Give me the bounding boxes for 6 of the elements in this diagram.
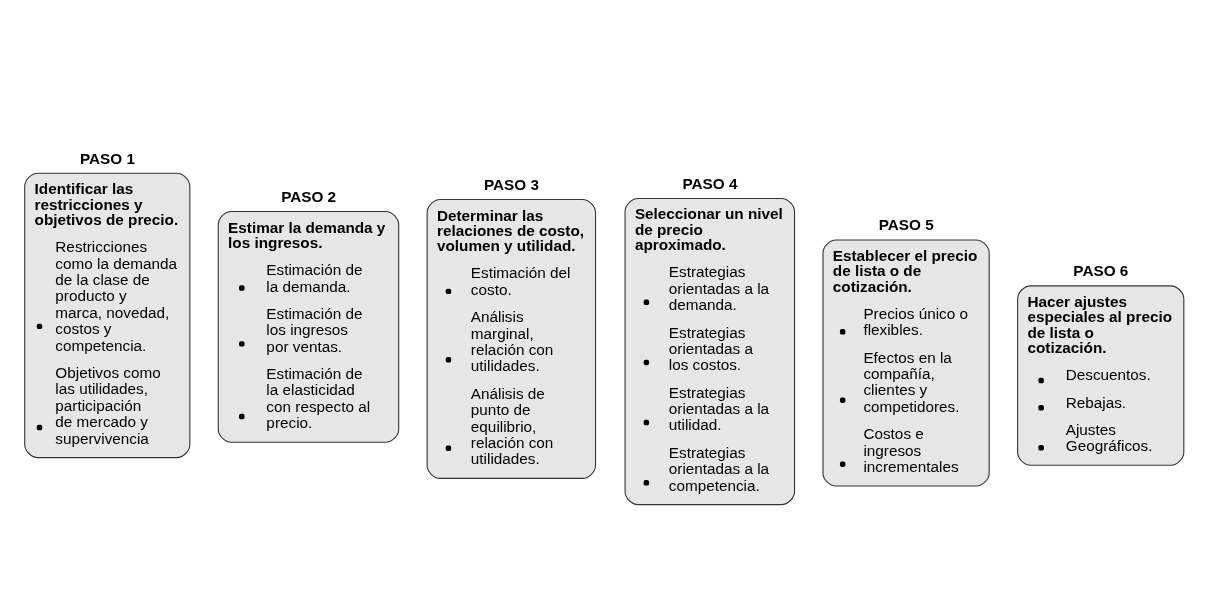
node-label: PASO 2 [281,187,337,205]
node-label: PASO 3 [483,175,539,193]
node-label: PASO 1 [79,149,135,167]
node-label: PASO 4 [682,174,738,192]
node-label: PASO 5 [878,216,934,234]
node-label: PASO 6 [1073,262,1129,280]
